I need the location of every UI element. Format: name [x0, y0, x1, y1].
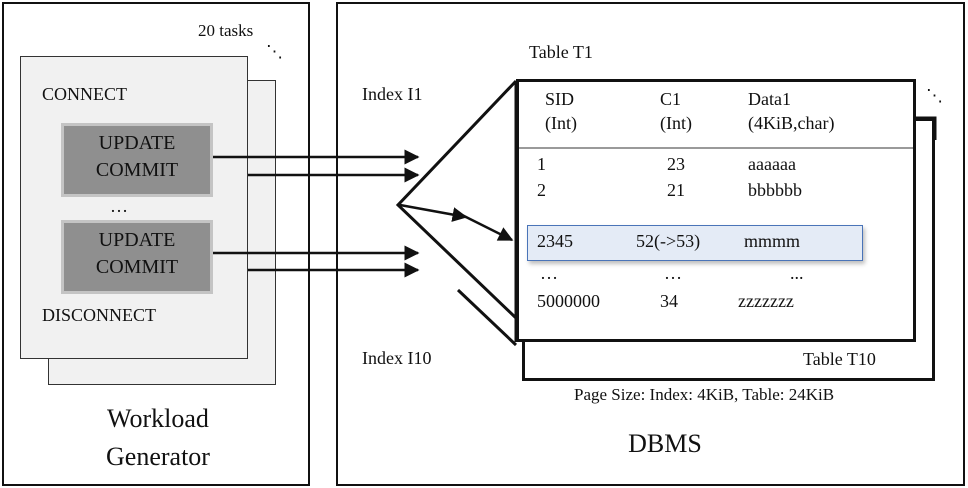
index-triangle-i10	[456, 288, 518, 347]
highlight-row-sid: 2345	[537, 231, 573, 251]
dbms-title: DBMS	[628, 429, 702, 458]
index-i10-label: Index I10	[362, 348, 432, 368]
last-row-c1: 34	[660, 291, 678, 311]
commit-label: COMMIT	[95, 159, 179, 181]
highlighted-row	[527, 225, 863, 261]
task-card-front	[20, 56, 248, 359]
row-2-data: bbbbbb	[748, 180, 802, 200]
column-type: (4KiB,char)	[748, 113, 835, 133]
update-commit-box-1: UPDATE COMMIT	[61, 123, 213, 197]
table-t10-label: Table T10	[803, 349, 876, 369]
column-header-data1: Data1 (4KiB,char)	[748, 87, 834, 135]
row-1-c1: 23	[667, 154, 685, 174]
workload-title-line1: Workload	[107, 404, 209, 433]
highlight-row-c1: 52(->53)	[636, 231, 701, 251]
column-header-c1: C1 (Int)	[660, 87, 692, 135]
row-2-sid: 2	[537, 180, 546, 200]
gap-row-c1: …	[664, 263, 682, 283]
index-i1-label: Index I1	[362, 84, 423, 104]
page-size-note: Page Size: Index: 4KiB, Table: 24KiB	[574, 385, 835, 404]
highlight-row-data: mmmm	[744, 231, 801, 251]
traversal-arrow-2	[457, 211, 514, 242]
column-name: Data1	[748, 89, 791, 109]
column-name: C1	[660, 89, 682, 109]
commit-label: COMMIT	[95, 256, 179, 278]
update-commit-box-2: UPDATE COMMIT	[61, 220, 213, 294]
connect-label: CONNECT	[42, 84, 127, 104]
disconnect-label: DISCONNECT	[42, 305, 157, 325]
index-triangle-i1	[395, 79, 518, 320]
column-name: SID	[545, 89, 575, 109]
gap-row-data: ...	[790, 263, 804, 283]
row-2-c1: 21	[667, 180, 685, 200]
gap-row-sid: …	[540, 263, 558, 283]
column-type: (Int)	[660, 113, 692, 133]
row-1-sid: 1	[537, 154, 546, 174]
tasks-ellipsis: ⋱	[266, 42, 283, 61]
workload-title-line2: Generator	[106, 442, 210, 471]
traversal-arrow-1	[399, 203, 468, 222]
table-t10-edge	[916, 116, 937, 140]
column-header-sid: SID (Int)	[545, 87, 577, 135]
table-t1-label: Table T1	[529, 42, 593, 62]
tasks-count-label: 20 tasks	[198, 21, 254, 40]
workload-generator-title: Workload Generator	[70, 400, 246, 476]
table-t1	[516, 79, 916, 342]
update-label: UPDATE	[98, 229, 176, 251]
table-header-divider	[519, 147, 913, 149]
last-row-data: zzzzzzz	[738, 291, 794, 311]
table-stack-ellipsis: ⋱	[926, 86, 943, 105]
vertical-ellipsis: …	[110, 196, 128, 216]
update-label: UPDATE	[98, 132, 176, 154]
row-1-data: aaaaaa	[748, 154, 796, 174]
last-row-sid: 5000000	[537, 291, 600, 311]
column-type: (Int)	[545, 113, 577, 133]
